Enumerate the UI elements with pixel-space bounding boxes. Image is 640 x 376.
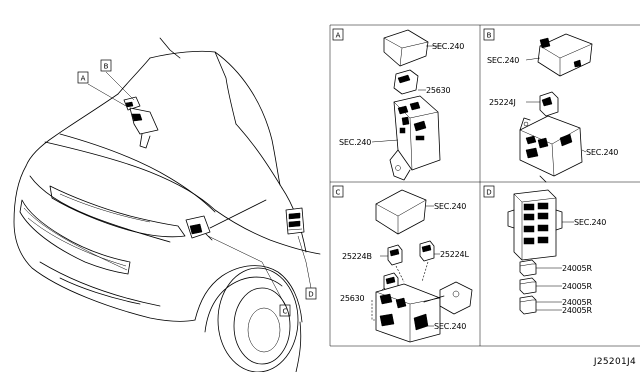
panel-c: C SEC.240 25224B 25224L 25630 <box>332 185 473 343</box>
panel-a: A SEC.240 25630 SEC.240 <box>332 28 464 181</box>
panel-a-tag: A <box>336 32 341 40</box>
overview-component-d <box>285 207 305 235</box>
panel-c-sec-top: SEC.240 <box>434 202 466 211</box>
panel-c-sec-bottom: SEC.240 <box>434 322 466 331</box>
svg-text:B: B <box>104 63 109 71</box>
panel-b-part: 25224J <box>489 98 516 107</box>
svg-text:D: D <box>308 291 313 299</box>
car-illustration <box>13 37 321 373</box>
panel-a-sec-bottom: SEC.240 <box>339 138 371 147</box>
panel-d-tag: D <box>486 189 491 197</box>
panel-b-tag: B <box>487 32 492 40</box>
panel-d-relay-label-3: 24005R <box>562 298 592 307</box>
overview-tag-d: D <box>305 287 317 300</box>
overview-component-c <box>185 199 267 241</box>
svg-text:C: C <box>283 308 288 316</box>
panel-b: B SEC.240 25224J SEC.240 <box>483 28 618 183</box>
overview-component-ab <box>123 96 159 149</box>
overview-tag-c: C <box>279 304 291 317</box>
panel-d-tag-box <box>483 185 495 198</box>
panel-d-relay-3 <box>519 295 562 315</box>
panel-grid <box>329 24 640 347</box>
panel-a-tag-box <box>332 28 344 41</box>
panel-b-tag-box <box>483 28 495 41</box>
panel-b-sec-bottom: SEC.240 <box>586 148 618 157</box>
panel-d-relay-label-4: 24005R <box>562 306 592 315</box>
panel-a-part: 25630 <box>426 86 451 95</box>
panel-d: D SEC.240 24005R 24005R <box>483 185 606 315</box>
panel-b-sec-top: SEC.240 <box>487 56 519 65</box>
panel-c-part-bottom: 25630 <box>340 294 365 303</box>
panel-c-tag-box <box>332 185 344 198</box>
panel-c-tag: C <box>336 189 341 197</box>
panel-a-sec-top: SEC.240 <box>432 42 464 51</box>
panel-c-part-right: 25224L <box>440 250 469 259</box>
panel-d-relay-2 <box>519 277 562 295</box>
panel-d-sec: SEC.240 <box>574 218 606 227</box>
panel-d-relay-1 <box>519 259 562 277</box>
panel-c-part-left: 25224B <box>342 252 372 261</box>
overview-tag-b: B <box>100 59 112 72</box>
panel-d-relay-label-2: 24005R <box>562 282 592 291</box>
diagram-code: J25201J4 <box>593 357 636 367</box>
overview-tag-a: A <box>77 71 89 84</box>
svg-text:A: A <box>81 75 86 83</box>
panel-d-relay-label-1: 24005R <box>562 264 592 273</box>
